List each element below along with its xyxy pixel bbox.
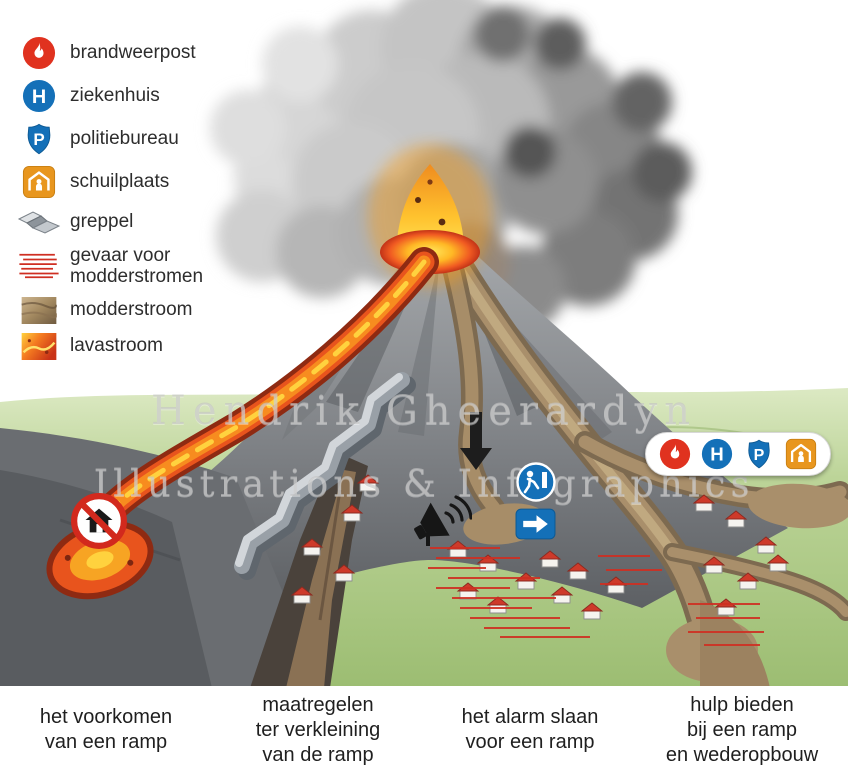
mudflow-hazard-hatching xyxy=(428,547,764,646)
legend-label: ziekenhuis xyxy=(70,85,160,107)
lavaflow-icon xyxy=(16,332,62,360)
phase-relief-rebuild: hulp bieden bij een ramp en wederopbouw xyxy=(665,693,819,766)
shelter-icon xyxy=(16,165,62,199)
legend-item-mudflow-hazard: gevaar voor modderstromen xyxy=(16,245,203,288)
no-building-sign xyxy=(70,492,128,550)
gorge xyxy=(250,452,368,688)
ditch-icon xyxy=(16,208,62,236)
volcano-scene-illustration xyxy=(0,0,848,688)
legend-label: schuilplaats xyxy=(70,171,170,193)
ditch-channel xyxy=(234,372,416,580)
hospital-icon: H xyxy=(701,438,733,470)
shelter-icon xyxy=(785,438,817,470)
mudflow-hazard-icon xyxy=(16,252,62,280)
phase-prevention: het voorkomen van een ramp xyxy=(39,706,173,753)
flow-direction-arrow xyxy=(460,412,492,470)
legend-label: modderstroom xyxy=(70,299,193,321)
fire-station-icon xyxy=(659,438,691,470)
police-letter: P xyxy=(33,130,44,149)
legend-label: gevaar voor modderstromen xyxy=(70,245,204,288)
legend-item-shelter: schuilplaats xyxy=(16,165,203,199)
hospital-letter: H xyxy=(32,86,46,108)
mudflows xyxy=(441,251,848,688)
police-badge-icon: P xyxy=(16,122,62,156)
legend: brandweerpost H ziekenhuis P politiebure… xyxy=(16,36,203,360)
phase-alarm: het alarm slaan voor een ramp xyxy=(461,706,599,753)
lava-flow xyxy=(46,247,439,600)
evacuation-sign xyxy=(516,462,556,502)
evacuation-direction-arrow-sign xyxy=(515,508,556,540)
police-letter: P xyxy=(754,447,765,464)
legend-item-ditch: greppel xyxy=(16,208,203,236)
legend-item-lavaflow: lavastroom xyxy=(16,332,203,360)
phase-labels: het voorkomen van een ramp maatregelen t… xyxy=(0,686,848,774)
police-badge-icon: P xyxy=(743,438,775,470)
fire-station-icon xyxy=(16,36,62,70)
legend-label: lavastroom xyxy=(70,335,163,357)
phase-mitigation: maatregelen ter verkleining van de ramp xyxy=(255,693,381,766)
legend-item-police: P politiebureau xyxy=(16,122,203,156)
legend-label: politiebureau xyxy=(70,128,179,150)
smoke-cloud xyxy=(210,0,692,330)
hospital-letter: H xyxy=(710,444,723,465)
facility-icons-pill: H P xyxy=(645,432,831,476)
mudflow-icon xyxy=(16,296,62,324)
legend-item-mudflow: modderstroom xyxy=(16,296,203,324)
legend-item-fire-station: brandweerpost xyxy=(16,36,203,70)
legend-label: greppel xyxy=(70,211,134,233)
legend-item-hospital: H ziekenhuis xyxy=(16,79,203,113)
alarm-siren-icon xyxy=(406,490,472,548)
hospital-icon: H xyxy=(16,79,62,113)
legend-label: brandweerpost xyxy=(70,42,196,64)
